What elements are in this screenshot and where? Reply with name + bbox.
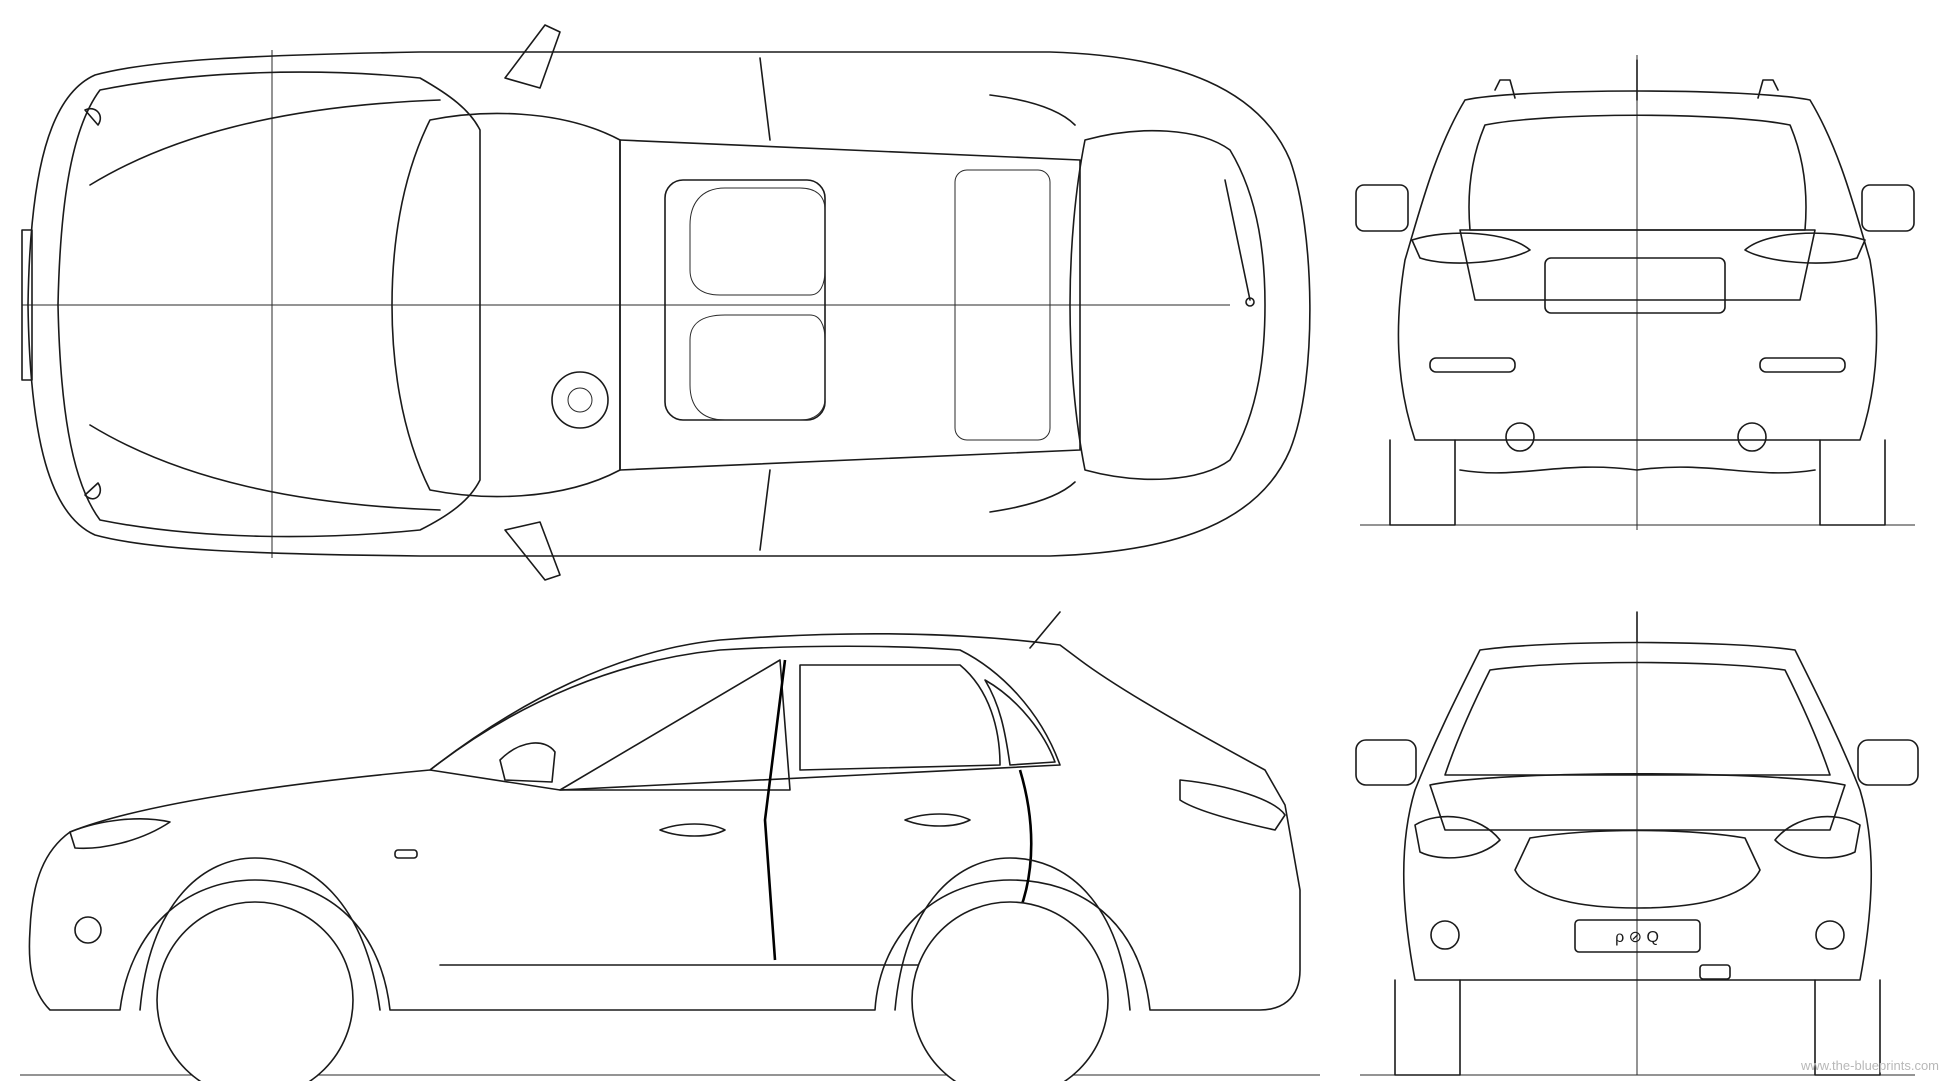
side-view-taillight [1179, 779, 1286, 831]
rear-view-roof-rail-left [1494, 79, 1516, 99]
front-view-wheel-left [1394, 979, 1461, 1076]
rear-view-rear-window [1468, 114, 1807, 231]
side-view-front-door-edge [763, 659, 787, 961]
side-view-headlamp [69, 818, 171, 850]
top-view-hood [57, 71, 481, 538]
rear-view-taillight-right [1744, 232, 1866, 264]
rear-view [1355, 55, 1915, 530]
front-view-fog-light-left-icon [1430, 920, 1460, 950]
side-view [20, 611, 1320, 1081]
rear-view-roof-rail-right [1757, 79, 1779, 99]
top-view-rear-hatch [1069, 129, 1266, 481]
steering-wheel-hub-icon [567, 387, 593, 413]
front-view-grille [1514, 829, 1761, 909]
steering-wheel-icon [551, 371, 609, 429]
front-view-tow-cover [1699, 964, 1731, 980]
front-view-wheel-right [1814, 979, 1881, 1076]
rear-view-wheel-left [1389, 439, 1456, 526]
rear-view-tailgate [1459, 229, 1816, 301]
side-view-side-marker [394, 849, 418, 859]
top-view-windshield [391, 112, 621, 498]
front-view-hood [1429, 772, 1846, 831]
rear-view-mirror-right [1861, 184, 1915, 232]
side-view-rear-wheel-icon [911, 901, 1109, 1081]
top-view-roof [619, 139, 1081, 471]
side-view-front-door-handle [659, 823, 726, 837]
rear-view-license-plate [1544, 257, 1726, 314]
rear-view-exhaust-right-icon [1737, 422, 1767, 452]
watermark-text: www.the-blueprints.com [1801, 1058, 1939, 1073]
rear-view-diffuser [1459, 466, 1816, 474]
front-view: ρ ⊘ Q [1355, 611, 1919, 1076]
top-view-rear-quarter-upper [989, 94, 1076, 126]
rear-view-wheel-right [1819, 439, 1886, 526]
top-view-front-plate [21, 229, 33, 381]
top-view-mirror-right [504, 521, 561, 581]
side-view-front-window [559, 659, 791, 791]
top-view-mirror-left [504, 24, 561, 89]
side-view-rear-door-edge [1018, 769, 1033, 911]
top-view-front-seat-left [689, 187, 826, 296]
top-view [21, 24, 1311, 581]
side-view-greenhouse [429, 645, 1061, 791]
top-view-headlamp-left [84, 107, 102, 126]
rear-view-reflector-left [1429, 357, 1516, 373]
front-view-windshield [1444, 661, 1831, 776]
side-view-side-mirror [499, 742, 556, 783]
rear-view-taillight-left [1411, 232, 1531, 264]
top-view-wiper-pivot [1245, 297, 1255, 307]
rear-view-exhaust-left-icon [1505, 422, 1535, 452]
side-view-front-wheel-icon [156, 901, 354, 1081]
side-view-rear-door-handle [904, 813, 971, 827]
side-view-rear-window [799, 664, 1001, 771]
side-view-front-arch [139, 857, 381, 1011]
front-view-mirror-right [1857, 739, 1919, 786]
front-view-plate-text: ρ ⊘ Q [1615, 929, 1659, 946]
top-view-body-outline [27, 51, 1311, 557]
side-view-antenna [1029, 611, 1061, 649]
rear-view-mirror-left [1355, 184, 1409, 232]
front-view-headlamp-right [1774, 815, 1861, 859]
top-view-rear-quarter-lower [989, 481, 1076, 513]
side-view-quarter-window [984, 679, 1056, 766]
top-view-hood-crease-lower [89, 424, 441, 511]
top-view-door-line-lower [759, 469, 771, 551]
front-view-license-plate [1574, 919, 1701, 953]
rear-view-body-outline [1397, 90, 1878, 441]
front-view-body-outline [1402, 641, 1873, 981]
top-view-rear-wiper [1224, 179, 1251, 301]
front-view-fog-light-right-icon [1815, 920, 1845, 950]
front-view-headlamp-left [1414, 815, 1501, 859]
side-view-fog-light-icon [74, 916, 102, 944]
rear-view-reflector-right [1759, 357, 1846, 373]
side-view-body-outline [28, 632, 1301, 1011]
top-view-front-seat-right [689, 314, 826, 421]
top-view-door-line-upper [759, 57, 771, 141]
front-view-mirror-left [1355, 739, 1417, 786]
top-view-hood-crease-upper [89, 99, 441, 186]
top-view-sunroof [664, 179, 826, 421]
top-view-headlamp-right [84, 482, 102, 500]
side-view-rear-arch [894, 857, 1131, 1011]
top-view-rear-seat-outline [954, 169, 1051, 441]
